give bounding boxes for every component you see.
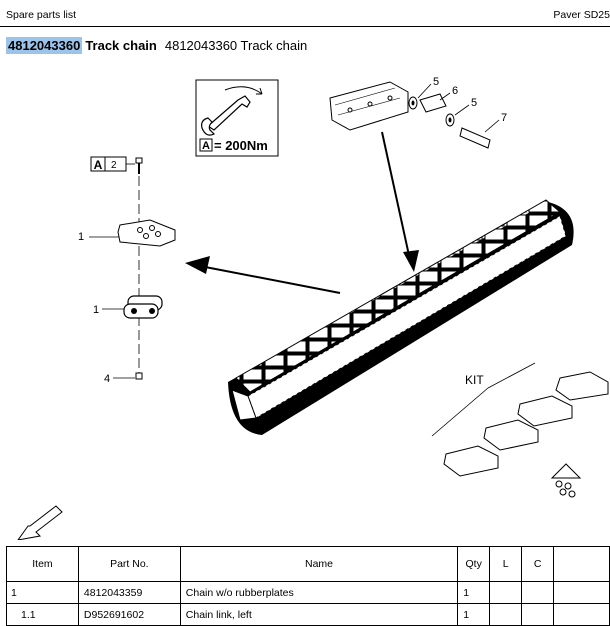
kit-plates-icon bbox=[443, 371, 609, 477]
callout-4: 4 bbox=[104, 373, 110, 385]
cell-name: Chain w/o rubberplates bbox=[179, 581, 459, 604]
cell-qty: 1 bbox=[457, 581, 491, 604]
col-header-qty: Qty bbox=[457, 546, 491, 582]
track-chain-illustration bbox=[228, 199, 574, 435]
col-header-l: L bbox=[489, 546, 523, 582]
doc-type: Spare parts list bbox=[6, 9, 77, 21]
cell-name: Chain link, left bbox=[179, 603, 459, 626]
cell-part-no[interactable]: 4812043359 bbox=[77, 581, 181, 604]
callout-5a: 5 bbox=[433, 76, 439, 88]
bolt-icon bbox=[135, 157, 143, 174]
torque-value: = 200Nm bbox=[214, 138, 268, 153]
page-header: Spare parts list Paver SD25 bbox=[0, 0, 610, 27]
wrench-icon bbox=[201, 86, 263, 136]
cell-part-no[interactable]: D952691602 bbox=[77, 603, 181, 626]
cell-l bbox=[489, 603, 523, 626]
table-header-row: Item Part No. Name Qty L C bbox=[6, 546, 610, 582]
title-description: 4812043360 Track chain bbox=[164, 38, 308, 53]
exploded-view-drawing: A = 200Nm A 2 1 1 4 bbox=[17, 76, 609, 540]
table-row[interactable]: 1.1 D952691602 Chain link, left 1 bbox=[6, 603, 610, 626]
torque-callout-label: A 2 bbox=[90, 156, 135, 172]
callout-2: 1 bbox=[78, 231, 84, 243]
nut-icon bbox=[135, 372, 143, 380]
cell-l bbox=[489, 581, 523, 604]
callout-6: 6 bbox=[452, 85, 458, 97]
cell-c bbox=[521, 581, 555, 604]
callout-3: 2 bbox=[111, 160, 117, 171]
cell-qty: 1 bbox=[457, 603, 491, 626]
callout-5b: 5 bbox=[471, 97, 477, 109]
torque-spec-box: A = 200Nm bbox=[195, 79, 279, 157]
bolt-kit-icon bbox=[550, 463, 582, 498]
torque-ref-letter-2: A bbox=[94, 158, 103, 172]
cell-item: 1 bbox=[6, 581, 79, 604]
kit-label: KIT bbox=[465, 373, 484, 387]
chain-segment-icon bbox=[329, 81, 409, 131]
callout-7: 7 bbox=[501, 112, 507, 124]
chain-link-icon bbox=[123, 295, 163, 319]
col-header-part-no: Part No. bbox=[77, 546, 181, 582]
parts-table: Item Part No. Name Qty L C 1 4812043359 … bbox=[6, 546, 610, 626]
title-part-name: Track chain bbox=[85, 38, 157, 53]
cell-c bbox=[521, 603, 555, 626]
track-plate-icon bbox=[117, 219, 176, 247]
machine-model: Paver SD25 bbox=[553, 9, 610, 21]
col-header-c: C bbox=[521, 546, 555, 582]
callout-1: 1 bbox=[93, 304, 99, 316]
title-part-number[interactable]: 4812043360 bbox=[6, 37, 83, 54]
cell-item: 1.1 bbox=[6, 603, 79, 626]
cell-extra bbox=[553, 581, 610, 604]
torque-ref-letter: A bbox=[202, 140, 210, 152]
table-row[interactable]: 1 4812043359 Chain w/o rubberplates 1 bbox=[6, 581, 610, 604]
direction-arrow-icon bbox=[17, 505, 63, 540]
pin-parts-icon bbox=[408, 93, 491, 149]
col-header-item: Item bbox=[6, 546, 79, 582]
cell-extra bbox=[553, 603, 610, 626]
col-header-name: Name bbox=[179, 546, 459, 582]
col-header-extra bbox=[553, 546, 610, 582]
